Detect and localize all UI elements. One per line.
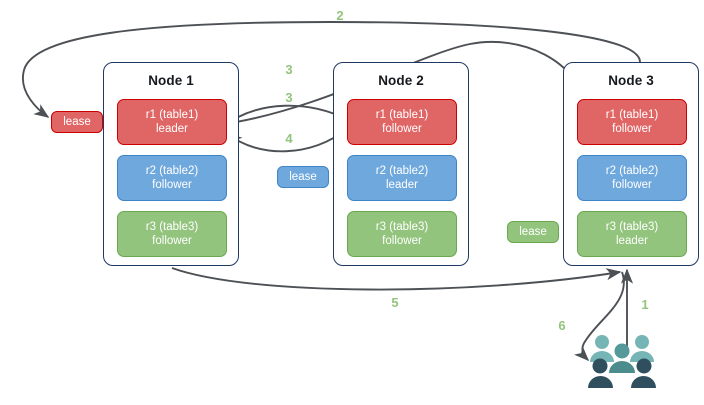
replica-name: r3 (table3): [375, 220, 429, 233]
edge-label-6: 6: [558, 318, 566, 333]
edge-label-3-upper: 3: [285, 62, 293, 77]
node-title-node1: Node 1: [148, 73, 194, 88]
lease-badge-r2[interactable]: lease: [277, 166, 329, 188]
replica-name: r2 (table2): [145, 164, 199, 177]
replica-role: follower: [152, 179, 192, 191]
replica-name: r1 (table1): [145, 108, 199, 121]
replica-name: r1 (table1): [605, 108, 659, 121]
replica-node3-r2[interactable]: r2 (table2) follower: [577, 155, 687, 201]
node-container-node1: Node 1 r1 (table1) leader r2 (table2) fo…: [103, 62, 239, 266]
replica-node2-r2[interactable]: r2 (table2) leader: [347, 155, 457, 201]
replica-role: follower: [382, 235, 422, 247]
people-group-icon: [588, 335, 656, 388]
replica-name: r3 (table3): [605, 220, 659, 233]
edge-3-lower-path: [223, 104, 350, 127]
replica-role: follower: [152, 235, 192, 247]
replica-role: leader: [386, 179, 418, 191]
edge-label-4: 4: [285, 131, 293, 146]
replica-node3-r1[interactable]: r1 (table1) follower: [577, 99, 687, 145]
replica-name: r2 (table2): [605, 164, 659, 177]
replica-role: leader: [156, 123, 188, 135]
replica-node2-r3[interactable]: r3 (table3) follower: [347, 211, 457, 257]
edge-label-5: 5: [391, 295, 399, 310]
replica-role: follower: [612, 179, 652, 191]
edge-label-2: 2: [336, 8, 344, 23]
lease-badge-r3[interactable]: lease: [507, 221, 559, 243]
replica-node1-r1[interactable]: r1 (table1) leader: [117, 99, 227, 145]
replica-role: leader: [616, 235, 648, 247]
replica-name: r3 (table3): [145, 220, 199, 233]
replica-role: follower: [612, 123, 652, 135]
lease-badge-r1[interactable]: lease: [51, 111, 103, 133]
replica-role: follower: [382, 123, 422, 135]
node-container-node3: Node 3 r1 (table1) follower r2 (table2) …: [563, 62, 699, 266]
node-title-node3: Node 3: [608, 73, 654, 88]
edge-label-1: 1: [641, 297, 649, 312]
replica-name: r2 (table2): [375, 164, 429, 177]
replica-node2-r1[interactable]: r1 (table1) follower: [347, 99, 457, 145]
edge-label-3-lower: 3: [285, 90, 293, 105]
edge-5-path: [171, 267, 622, 291]
replica-name: r1 (table1): [375, 108, 429, 121]
replica-node3-r3[interactable]: r3 (table3) leader: [577, 211, 687, 257]
replica-node1-r2[interactable]: r2 (table2) follower: [117, 155, 227, 201]
replica-node1-r3[interactable]: r3 (table3) follower: [117, 211, 227, 257]
node-container-node2: Node 2 r1 (table1) follower r2 (table2) …: [333, 62, 469, 266]
node-title-node2: Node 2: [378, 73, 424, 88]
